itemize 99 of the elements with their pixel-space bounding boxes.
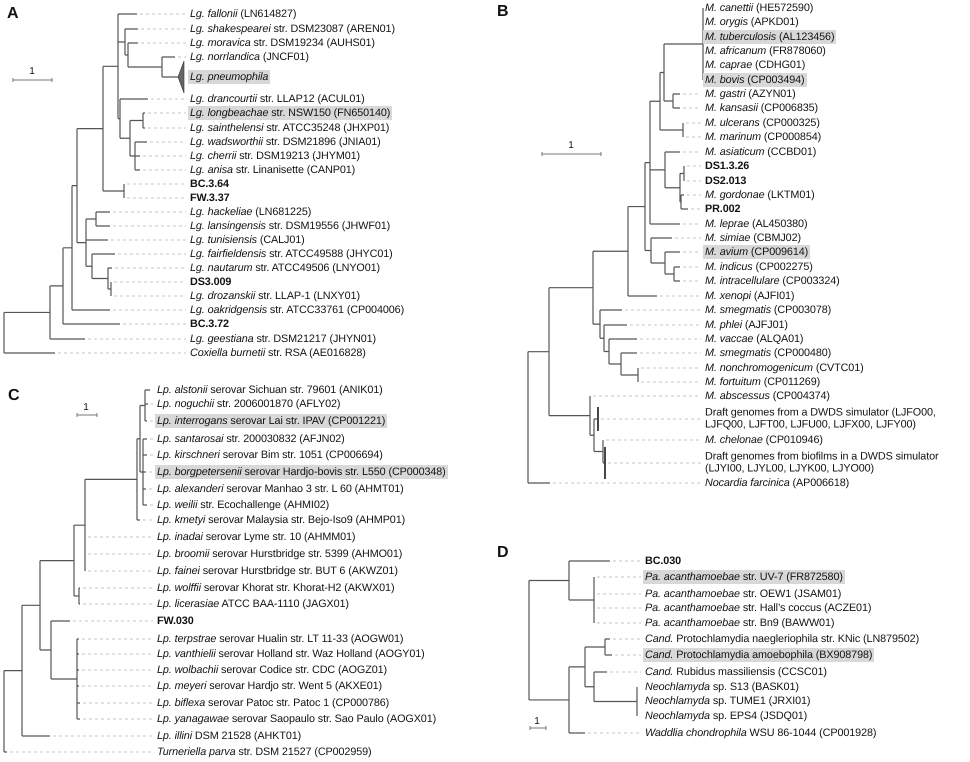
taxon-label: Lg. anisa str. Linanisette (CANP01) — [189, 163, 356, 177]
taxon-label: Lg. lansingensis str. DSM19556 (JHWF01) — [189, 219, 392, 233]
taxon-label: M. marinum (CP000854) — [704, 130, 822, 144]
taxon-label: Lp. terpstrae serovar Hualin str. LT 11-33 (AOGW01) — [156, 632, 404, 646]
taxon-label: Lg. drancourtii str. LLAP12 (ACUL01) — [189, 92, 366, 106]
taxon-label: Lg. oakridgensis str. ATCC33761 (CP004006) — [189, 303, 406, 317]
scale-value: 1 — [29, 67, 35, 77]
taxon-label: Lg. fairfieldensis str. ATCC49588 (JHYC01) — [189, 247, 394, 261]
taxon-label: DS3.009 — [189, 275, 232, 289]
taxon-label: Lp. yanagawae serovar Saopaulo str. Sao Paulo (AOGX01) — [156, 712, 438, 726]
taxon-label: DS2.013 — [704, 174, 748, 188]
taxon-label: Turneriella parva str. DSM 21527 (CP002959) — [156, 745, 373, 759]
taxon-label: Lp. wolbachii serovar Codice str. CDC (AOGZ01) — [156, 663, 388, 677]
taxon-label: BC.3.72 — [189, 317, 230, 331]
taxon-label: BC.030 — [644, 554, 682, 568]
taxon-label: Lp. noguchii str. 2006001870 (AFLY02) — [156, 397, 342, 411]
taxon-label: Lp. meyeri serovar Hardjo str. Went 5 (AKXE01) — [156, 679, 384, 693]
panel-letter: D — [497, 545, 509, 561]
taxon-label: Lp. inadai serovar Lyme str. 10 (AHMM01) — [156, 530, 356, 544]
taxon-label: Lp. borgpetersenii serovar Hardjo-bovis str. L550 (CP000348) — [155, 465, 448, 479]
taxon-label: FW.3.37 — [189, 191, 231, 205]
panel-letter: B — [497, 4, 509, 20]
taxon-label: M. kansasii (CP006835) — [704, 101, 820, 115]
taxon-label: Lp. santarosai str. 200030832 (AFJN02) — [156, 432, 346, 446]
taxon-label: M. abscessus (CP004374) — [704, 389, 831, 403]
taxon-label: Cand. Protochlamydia amoebophila (BX908798) — [643, 648, 874, 662]
taxon-label: Coxiella burnetii str. RSA (AE016828) — [189, 346, 367, 360]
taxon-label: Lp. biflexa serovar Patoc str. Patoc 1 (CP000786) — [156, 696, 390, 710]
taxon-label: BC.3.64 — [189, 177, 230, 191]
taxon-label: Lg. cherrii str. DSM19213 (JHYM01) — [189, 149, 362, 163]
taxon-label: Lg. drozanskii str. LLAP-1 (LNXY01) — [189, 289, 361, 303]
taxon-label: M. ulcerans (CP000325) — [704, 116, 821, 130]
taxon-label: M. avium (CP009614) — [703, 245, 810, 259]
taxon-label: FW.030 — [156, 614, 195, 628]
taxon-label: M. nonchromogenicum (CVTC01) — [704, 361, 865, 375]
taxon-label: M. smegmatis (CP000480) — [704, 346, 832, 360]
taxon-label: Lp. kirschneri serovar Bim str. 1051 (CP006694) — [156, 448, 384, 462]
taxon-label: Nocardia farcinica (AP006618) — [704, 476, 850, 490]
taxon-label: M. gordonae (LKTM01) — [704, 188, 816, 202]
taxon-label: Neochlamyda sp. S13 (BASK01) — [644, 680, 800, 694]
taxon-label: M. leprae (AL450380) — [704, 217, 808, 231]
taxon-label: Cand. Rubidus massiliensis (CCSC01) — [644, 665, 828, 679]
taxon-label: Lp. kmetyi serovar Malaysia str. Bejo-Iso9 (AHMP01) — [156, 513, 406, 527]
taxon-label: M. tuberculosis (AL123456) — [703, 30, 836, 44]
taxon-label: M. phlei (AJFJ01) — [704, 318, 789, 332]
taxon-label: Pa. acanthamoebae str. UV-7 (FR872580) — [643, 570, 845, 584]
taxon-label: M. asiaticum (CCBD01) — [704, 145, 818, 159]
panel-letter: A — [7, 6, 19, 22]
taxon-label: Lg. nautarum str. ATCC49506 (LNYO01) — [189, 261, 382, 275]
taxon-label: Lg. tunisiensis (CALJ01) — [189, 233, 306, 247]
taxon-label: Draft genomes from biofilms in a DWDS simulator (LJYI00, LJYL00, LJYK00, LJYO00) — [704, 450, 940, 476]
taxon-label: Lg. geestiana str. DSM21217 (JHYN01) — [189, 332, 378, 346]
taxon-label: Lg. norrlandica (JNCF01) — [189, 50, 310, 64]
taxon-label: Lp. weilii str. Ecochallenge (AHMI02) — [156, 498, 330, 512]
taxon-label: M. gastri (AZYN01) — [704, 87, 797, 101]
taxon-label: M. chelonae (CP010946) — [704, 433, 824, 447]
panel-letter: C — [8, 388, 20, 404]
taxon-label: Lp. vanthielii serovar Holland str. Waz Holland (AOGY01) — [156, 647, 426, 661]
taxon-label: Lp. illini DSM 21528 (AHKT01) — [156, 729, 302, 743]
taxon-label: Lg. pneumophila — [188, 70, 270, 84]
taxon-label: M. africanum (FR878060) — [704, 44, 827, 58]
taxon-label: M. orygis (APKD01) — [704, 15, 800, 29]
taxon-label: M. intracellulare (CP003324) — [704, 274, 841, 288]
taxon-label: Pa. acanthamoebae str. Bn9 (BAWW01) — [644, 616, 836, 630]
taxon-label: Neochlamyda sp. EPS4 (JSDQ01) — [644, 709, 808, 723]
taxon-label: M. simiae (CBMJ02) — [704, 231, 802, 245]
taxon-label: Lg. sainthelensi str. ATCC35248 (JHXP01) — [189, 121, 390, 135]
taxon-label: Lp. alexanderi serovar Manhao 3 str. L 60 (AHMT01) — [156, 482, 405, 496]
taxon-label: Lp. licerasiae ATCC BAA-1110 (JAGX01) — [156, 597, 350, 611]
taxon-label: Neochlamyda sp. TUME1 (JRXI01) — [644, 694, 812, 708]
taxon-label: Cand. Protochlamydia naegleriophila str. KNic (LN879502) — [644, 632, 920, 646]
taxon-label: DS1.3.26 — [704, 159, 750, 173]
scale-value: 1 — [534, 717, 540, 727]
scale-value: 1 — [83, 403, 89, 413]
taxon-label: Lg. wadsworthii str. DSM21896 (JNIA01) — [189, 135, 382, 149]
taxon-label: Lp. alstonii serovar Sichuan str. 79601 (ANIK01) — [156, 383, 384, 397]
taxon-label: Lg. shakespearei str. DSM23087 (AREN01) — [189, 22, 396, 36]
taxon-label: Lp. broomii serovar Hurstbridge str. 5399 (AHMO01) — [156, 547, 404, 561]
taxon-label: M. indicus (CP002275) — [704, 260, 814, 274]
scale-value: 1 — [568, 141, 574, 151]
taxon-label: M. bovis (CP003494) — [703, 73, 807, 87]
taxon-label: Lg. hackeliae (LN681225) — [189, 205, 312, 219]
taxon-label: Waddlia chondrophila WSU 86-1044 (CP001928) — [644, 726, 878, 740]
taxon-label: M. fortuitum (CP011269) — [704, 375, 822, 389]
taxon-label: Lp. fainei serovar Hurstbridge str. BUT 6 (AKWZ01) — [156, 564, 399, 578]
taxon-label: Lg. longbeachae str. NSW150 (FN650140) — [188, 106, 392, 120]
taxon-label: Draft genomes from a DWDS simulator (LJFO00, LJFQ00, LJFT00, LJFU00, LJFX00, LJFY00) — [704, 406, 937, 432]
taxon-label: Lp. interrogans serovar Lai str. IPAV (CP001221) — [155, 414, 388, 428]
taxon-label: Pa. acanthamoebae str. OEW1 (JSAM01) — [644, 587, 842, 601]
taxon-label: Lg. moravica str. DSM19234 (AUHS01) — [189, 36, 376, 50]
taxon-label: M. canettii (HE572590) — [704, 1, 814, 15]
taxon-label: Pa. acanthamoebae str. Hall’s coccus (ACZE01) — [644, 601, 872, 615]
taxon-label: Lg. fallonii (LN614827) — [189, 7, 298, 21]
taxon-label: M. caprae (CDHG01) — [704, 58, 806, 72]
taxon-label: M. vaccae (ALQA01) — [704, 332, 804, 346]
taxon-label: PR.002 — [704, 202, 742, 216]
taxon-label: M. smegmatis (CP003078) — [704, 303, 832, 317]
taxon-label: Lp. wolffii serovar Khorat str. Khorat-H2 (AKWX01) — [156, 581, 396, 595]
taxon-label: M. xenopi (AJFI01) — [704, 289, 796, 303]
